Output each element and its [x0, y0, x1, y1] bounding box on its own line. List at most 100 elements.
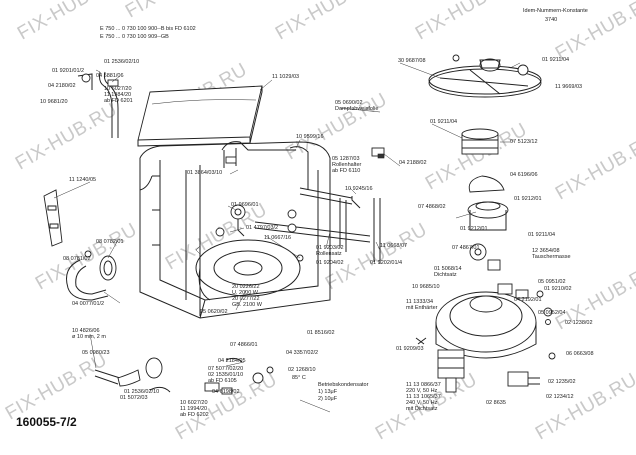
part-label: 01 3864/03/10 [187, 170, 222, 176]
part-label: mit Dichtsatz [406, 406, 438, 412]
part-label: 04 0077/01/2 [72, 301, 104, 307]
part-label: 01 5072/03 [120, 395, 148, 401]
part-label: 01 9203/02 [316, 245, 344, 251]
part-label: 02 1535/01/10 [208, 372, 243, 378]
part-label: 11 0668/07 [380, 243, 407, 249]
drawing-geometry [43, 54, 556, 413]
part-labels: 01 2536/02/10 01 9201/01/2 04 5881/06 04… [40, 57, 594, 418]
part-label: 10 6027/20 [180, 400, 208, 406]
part-label: Tauschermasse [532, 254, 571, 260]
part-label: 04 5881/06 [96, 73, 124, 79]
watermark-text: FIX-HUB.RU [162, 199, 271, 274]
part-label: 01 9202/01/4 [370, 260, 402, 266]
part-label: 2) 10μF [318, 396, 338, 402]
part-label: mit Enthärter [406, 305, 438, 311]
ident-value: 3740 [545, 17, 557, 23]
part-label: Betriebskondensator [318, 382, 369, 388]
watermark-text: FIX-HUB.RU [552, 129, 636, 204]
part-label: 01 9211/04 [542, 57, 569, 63]
part-label: 11 9669/03 [555, 84, 582, 90]
part-label: 07 5123/12 [510, 139, 538, 145]
part-label: 30 9687/08 [398, 58, 426, 64]
part-label: Rollenhalter [332, 162, 362, 168]
part-label: 01 9212/01 [514, 196, 542, 202]
part-label: Dampfabweisfolie [335, 106, 378, 112]
roller-rails [254, 147, 385, 264]
part-label: 10 9245/16 [345, 186, 373, 192]
part-label: 02 1238/02 [565, 320, 593, 326]
part-label: ab FD 6105 [208, 378, 237, 384]
part-label: 05 0952/04 [538, 310, 566, 316]
part-label: 05 0980/23 [82, 350, 110, 356]
small-parts [377, 54, 544, 345]
part-label: 04 2192/01 [514, 297, 542, 303]
watermark-text: FIX-HUB.RU [122, 0, 231, 22]
part-label: 12 3654/08 [532, 248, 560, 254]
part-label: GB. 2100 W [232, 302, 263, 308]
part-label: 220 V, 50 Hz [406, 388, 438, 394]
part-label: 11 13 1065/37 [406, 394, 441, 400]
part-label: 08 0781/02 [63, 256, 91, 262]
capacitor-assembly [437, 349, 540, 393]
part-label: 02 8635 [486, 400, 506, 406]
part-label: 01 9204/02 [316, 260, 344, 266]
part-label: 07 4866/01 [230, 342, 258, 348]
watermark-text: FIX-HUB.RU [272, 0, 381, 44]
part-label: 1) 13μF [318, 389, 338, 395]
model-line-1: E 750 ... 0 730 100 900--B bis FD 6102 [100, 26, 196, 32]
left-hoses [77, 71, 119, 138]
part-label: 02 1235/02 [548, 379, 576, 385]
spray-arm [221, 141, 309, 190]
drawing-code: 160055-7/2 [16, 415, 77, 429]
part-label: ab FD 6202 [180, 412, 209, 418]
part-label: 85° C [292, 375, 306, 381]
part-label: 11 1994/20 [180, 406, 207, 412]
drain-hose-bend [66, 250, 117, 301]
main-tub [139, 141, 331, 319]
part-label: 05 1287/03 [332, 156, 360, 162]
part-label: 01 2536/02/10 [104, 59, 139, 65]
part-label: ab FD 6110 [332, 168, 360, 174]
part-label: 01 9201/01/2 [52, 68, 84, 74]
watermark-text: FIX-HUB.RU [412, 0, 521, 44]
model-line-2: E 750 ... 0 730 100 909--GB [100, 34, 169, 40]
part-label: 04 2188/02 [399, 160, 427, 166]
part-label: 02 1234/12 [546, 394, 574, 400]
part-label: 01 2536/02/10 [124, 389, 159, 395]
part-label: 05 0620/02 [200, 309, 228, 315]
part-label: 01 9211/04 [430, 119, 457, 125]
watermark-text: FIX-HUB.RU [12, 99, 121, 174]
drain-hose [94, 357, 171, 393]
door-panel [137, 85, 263, 147]
part-label: 01 9211/04 [528, 232, 555, 238]
part-label: 01 9210/02 [544, 286, 572, 292]
watermark-layer: FIX-HUB.RU FIX-HUB.RU FIX-HUB.RU FIX-HUB… [2, 0, 636, 444]
part-label: 20 0277/22 [232, 296, 260, 302]
part-label: 20 0226/22 [232, 284, 260, 290]
part-label: 01 4797/03/2 [246, 225, 278, 231]
part-label: 11 1984/20 [104, 92, 131, 98]
part-label: 10 9685/10 [412, 284, 440, 290]
part-label: 04 2184/05 [218, 358, 246, 364]
part-label: 11 0667/16 [264, 235, 291, 241]
part-label: 07 5077/02/20 [208, 366, 243, 372]
sump-bowl [435, 283, 556, 360]
ident-title: Idem-Nummern-Konstante [523, 8, 588, 14]
part-label: U. 2000 W [232, 290, 259, 296]
part-label: 05 0690/02 [335, 100, 363, 106]
part-label: 10 9681/20 [40, 99, 68, 105]
part-label: 11 1240/05 [69, 177, 96, 183]
pressure-sensor [215, 204, 246, 237]
part-label: 07 4867/01 [452, 245, 480, 251]
part-label: 04 6196/06 [510, 172, 538, 178]
part-label: 01 9209/03 [396, 346, 424, 352]
side-bracket [43, 189, 63, 247]
part-label: 04 3357/02/2 [286, 350, 318, 356]
part-label: 01 9212/01 [460, 226, 488, 232]
part-label: 01 8516/02 [307, 330, 335, 336]
part-label: ø 10 mm, 2 m [72, 334, 106, 340]
part-label: 01 5068/14 [434, 266, 462, 272]
part-label: 06 0663/08 [566, 351, 594, 357]
part-label: ab FD 6201 [104, 98, 133, 104]
part-label: 10 4826/06 [72, 328, 100, 334]
